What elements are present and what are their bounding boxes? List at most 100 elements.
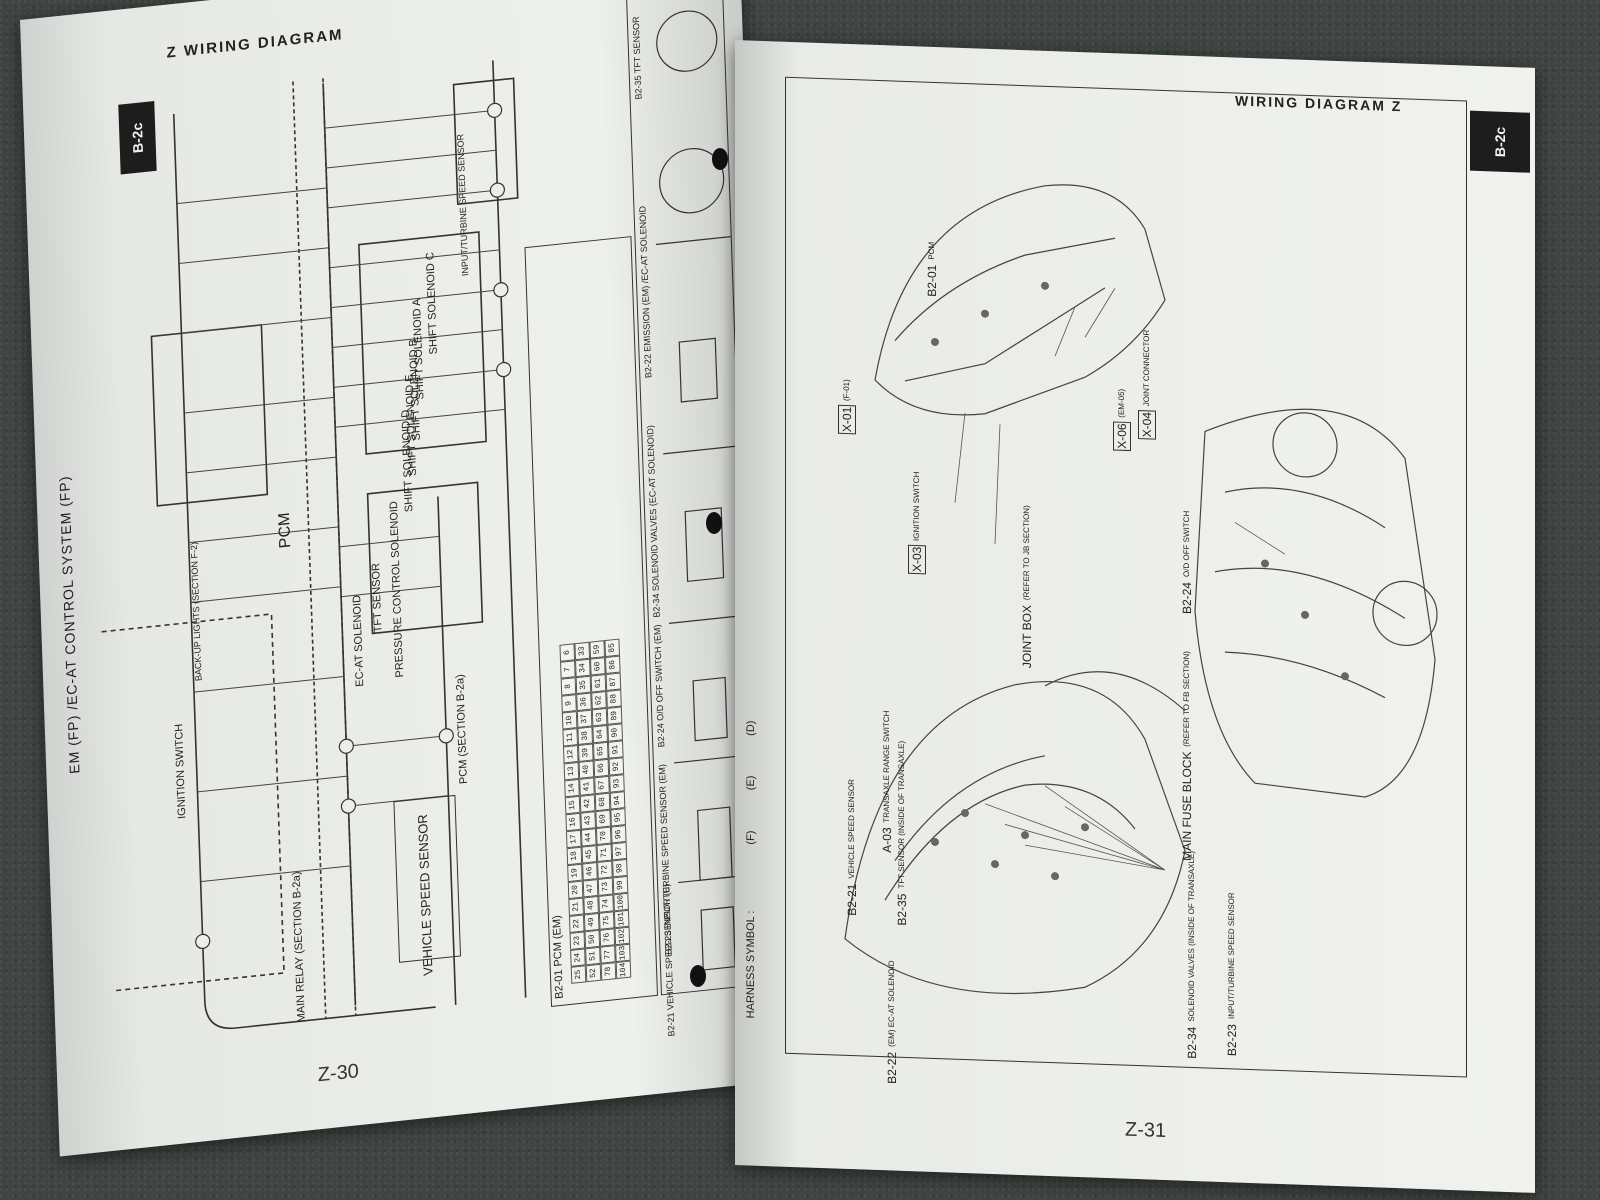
left-page: B-2c Z WIRING DIAGRAM EM (FP) /EC-AT CON…	[20, 0, 780, 1157]
pin-cell: 69	[595, 809, 611, 829]
vehicle-harness-drawing	[844, 184, 1438, 995]
pin-cell: 43	[580, 811, 596, 830]
pin-cell: 77	[600, 945, 616, 964]
callout-desc: SOLENOID VALVES (INSIDE OF TRANSAXLE)	[1187, 850, 1196, 1022]
callout-code: X-03	[908, 544, 926, 575]
pin-cell: 104	[615, 960, 632, 980]
callout-code: X-06	[1113, 421, 1131, 452]
pin-cell: 13	[563, 761, 580, 781]
callout-code: X-04	[1138, 409, 1156, 440]
callout-9: A-03TRANSAXLE RANGE SWITCH	[880, 710, 894, 854]
callout-code: MAIN FUSE BLOCK	[1180, 751, 1194, 862]
binder-hole-3	[690, 965, 706, 987]
pin-cell: 19	[567, 863, 583, 883]
callout-13: B2-22(EM) EC-AT SOLENOID	[885, 960, 899, 1085]
pin-cell: 15	[564, 795, 581, 815]
pin-cell: 11	[562, 728, 579, 747]
callout-desc: O/D OFF SWITCH	[1182, 510, 1191, 578]
pin-cell: 91	[607, 740, 624, 759]
callout-code: B2-21	[845, 883, 859, 916]
pin-cell: 46	[582, 862, 598, 881]
pin-cell: 64	[592, 724, 608, 744]
tft-sensor-label: TFT SENSOR	[370, 562, 385, 633]
pin-cell: 98	[612, 858, 628, 878]
pin-cell: 63	[591, 707, 608, 727]
pin-cell: 70	[595, 826, 612, 846]
callout-code: JOINT BOX	[1020, 604, 1034, 669]
pin-cell: 20	[567, 880, 584, 900]
callout-4: X-04 JOINT CONNECTOR	[1138, 329, 1156, 440]
callout-0: B2-01 PCM	[925, 242, 939, 298]
binder-hole-2	[706, 512, 722, 534]
pin-cell: 103	[615, 943, 631, 963]
b2-34-caption: B2-34 SOLENOID VALVES (EC-AT SOLENOID)	[645, 424, 662, 619]
b2-35-caption: B2-35 TFT SENSOR	[630, 15, 644, 100]
pin-cell: 74	[598, 894, 614, 913]
callout-3: X-06 (EM-05)	[1113, 388, 1131, 452]
callout-desc: JOINT CONNECTOR	[1142, 329, 1151, 407]
callout-desc: IGNITION SWITCH	[912, 471, 921, 541]
pin-cell: 7	[560, 660, 576, 679]
pin-cell: 100	[613, 892, 629, 912]
pin-cell: 51	[585, 946, 601, 966]
section-tab-right: B-2c	[1470, 110, 1530, 173]
pin-cell: 93	[609, 774, 625, 793]
pin-cell: 36	[576, 692, 592, 712]
pin-cell: 78	[600, 962, 617, 981]
harness-legend-e: (E)	[745, 775, 757, 791]
callout-code: B2-01	[925, 264, 939, 297]
pin-cell: 96	[610, 824, 627, 844]
b2-22-caption: B2-22 EMISSION (EM) /EC-AT SOLENOID	[637, 205, 654, 379]
pin-cell: 21	[568, 897, 584, 917]
callout-desc: (REFER TO JB SECTION)	[1022, 505, 1031, 601]
callout-8: B2-21VEHICLE SPEED SENSOR	[845, 779, 859, 917]
pcm-label: PCM	[276, 511, 295, 549]
harness-symbol-label: HARNESS SYMBOL :	[745, 910, 757, 1019]
pin-cell: 38	[577, 726, 593, 745]
section-tab-right-label: B-2c	[1492, 126, 1508, 158]
pin-cell: 72	[597, 860, 613, 879]
pin-cell: 68	[594, 792, 611, 812]
callout-5: JOINT BOX (REFER TO JB SECTION)	[1020, 505, 1034, 669]
callout-10: B2-35 TFT SENSOR (INSIDE OF TRANSAXLE)	[895, 741, 909, 927]
callout-code: B2-23	[1225, 1023, 1239, 1057]
pin-cell: 37	[576, 709, 593, 729]
b2-01-caption: B2-01 PCM (EM)	[550, 914, 566, 1000]
callout-code: B2-34	[1185, 1026, 1199, 1059]
pin-cell: 24	[570, 948, 586, 967]
vss-box: VEHICLE SPEED SENSOR	[393, 794, 462, 976]
callout-desc: PCM	[927, 241, 936, 260]
callout-desc: INPUT/TURBINE SPEED SENSOR	[1227, 892, 1236, 1020]
callout-desc: TFT SENSOR (INSIDE OF TRANSAXLE)	[897, 740, 906, 889]
pin-cell: 6	[559, 643, 576, 662]
callout-desc: TRANSAXLE RANGE SWITCH	[882, 710, 891, 823]
pin-cell: 76	[599, 928, 616, 947]
pin-cell: 33	[574, 641, 591, 661]
pin-cell: 16	[565, 812, 581, 832]
callout-6: B2-24O/D OFF SWITCH	[1180, 511, 1194, 616]
connector-column: B2-22 EMISSION (EM) /EC-AT SOLENOID B2-3…	[625, 0, 758, 1037]
pin-cell: 73	[597, 877, 614, 896]
pin-cell: 87	[605, 672, 622, 691]
callout-1: X-01(F-01)	[838, 379, 856, 435]
pin-cell: 99	[612, 875, 629, 895]
right-page: WIRING DIAGRAM Z B-2c	[735, 40, 1535, 1193]
pin-cell: 71	[596, 843, 613, 863]
pin-cell: 67	[594, 775, 610, 795]
pin-cell: 14	[564, 778, 580, 798]
left-page-number: Z-30	[317, 1060, 360, 1087]
pin-cell: 89	[606, 706, 623, 725]
callout-code: B2-35	[895, 893, 909, 926]
callout-desc: (EM-05)	[1117, 388, 1126, 418]
connector-diagrams	[655, 10, 754, 971]
pin-cell: 22	[568, 914, 585, 933]
callout-2: X-03 IGNITION SWITCH	[908, 471, 926, 575]
pin-cell: 92	[608, 757, 625, 776]
pin-cell: 88	[606, 689, 622, 708]
pin-cell: 10	[561, 711, 578, 730]
pin-cell: 59	[589, 640, 606, 659]
pin-cell: 40	[578, 760, 595, 779]
vss-label: VEHICLE SPEED SENSOR	[414, 813, 436, 977]
